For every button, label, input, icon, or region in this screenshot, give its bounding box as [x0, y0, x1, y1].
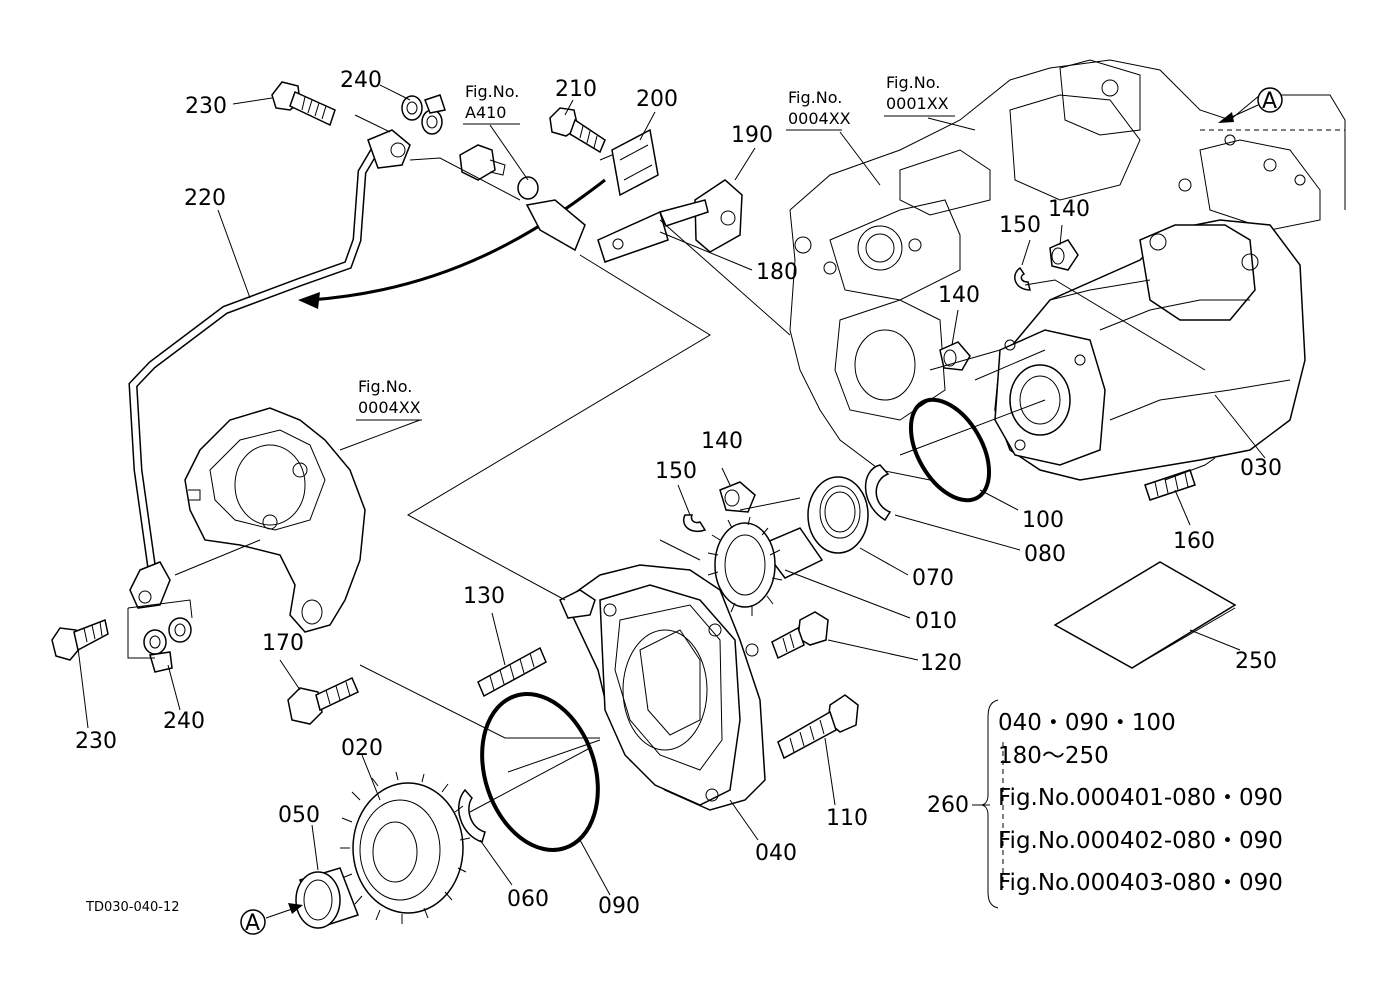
- circlip-080: [864, 464, 892, 522]
- stud-130: [477, 646, 547, 698]
- kit-note-line-5: Fig.No.000403-080・090: [998, 870, 1283, 896]
- label-140-top: 140: [1048, 197, 1090, 222]
- banjo-bolt-230-top: [271, 81, 336, 127]
- label-260: 260: [927, 793, 969, 818]
- fig-ref-0004xx-top-code: 0004XX: [788, 109, 851, 128]
- label-020: 020: [341, 736, 383, 761]
- oil-pipe-220: [128, 129, 411, 609]
- fig-ref-0004xx-mid-prefix: Fig.No.: [358, 377, 412, 396]
- flow-arrowhead: [298, 292, 320, 309]
- fig-ref-0001xx: Fig.No. 0001XX: [884, 73, 955, 117]
- label-030: 030: [1240, 456, 1282, 481]
- cover-casting: [184, 407, 366, 633]
- fig-ref-0004xx-mid-code: 0004XX: [358, 398, 421, 417]
- washers-240-low: [143, 617, 192, 673]
- circlip-150-top: [1014, 266, 1031, 291]
- label-010: 010: [915, 609, 957, 634]
- label-230-top: 230: [185, 94, 227, 119]
- gasket-sheet-edge: [1131, 607, 1236, 669]
- label-160: 160: [1173, 529, 1215, 554]
- fitting-a410: [459, 144, 539, 200]
- label-110: 110: [826, 806, 868, 831]
- label-140-mid: 140: [938, 283, 980, 308]
- label-180: 180: [756, 260, 798, 285]
- label-250: 250: [1235, 649, 1277, 674]
- washers-240-top: [401, 94, 446, 135]
- label-050: 050: [278, 803, 320, 828]
- kit-note-260: 040・090・100 180～250 Fig.No.000401-080・09…: [972, 699, 1283, 909]
- label-070: 070: [912, 566, 954, 591]
- diagram-code: TD030-040-12: [85, 900, 180, 915]
- leader-lines: [77, 84, 1266, 896]
- circlip-150-low: [683, 514, 707, 532]
- fig-ref-0001xx-prefix: Fig.No.: [886, 73, 940, 92]
- label-100: 100: [1022, 508, 1064, 533]
- label-130: 130: [463, 584, 505, 609]
- fig-ref-a410: Fig.No. A410: [463, 82, 520, 125]
- label-040: 040: [755, 841, 797, 866]
- bearing-070: [807, 476, 869, 554]
- label-240-top: 240: [340, 68, 382, 93]
- fig-ref-0004xx-top-prefix: Fig.No.: [788, 88, 842, 107]
- hydraulic-pump-030: [994, 219, 1306, 481]
- kit-note-line-4: Fig.No.000402-080・090: [998, 828, 1283, 854]
- fig-ref-0004xx-top: Fig.No. 0004XX: [786, 88, 851, 131]
- label-210: 210: [555, 77, 597, 102]
- label-150-low: 150: [655, 459, 697, 484]
- bracket-assembly: [525, 107, 743, 263]
- o-ring-100: [908, 397, 992, 503]
- label-230-low: 230: [75, 729, 117, 754]
- bushing-140-low: [719, 481, 756, 513]
- label-140-low: 140: [701, 429, 743, 454]
- gear-shaft-010: [707, 516, 824, 616]
- flow-arrow: [309, 178, 606, 302]
- label-240-low: 240: [163, 709, 205, 734]
- view-marker-bottom-letter: A: [245, 911, 260, 936]
- engine-housing: [789, 59, 1346, 481]
- kit-note-line-1: 040・090・100: [998, 710, 1176, 736]
- label-060: 060: [507, 887, 549, 912]
- bushing-140-top: [1049, 239, 1079, 271]
- kit-note-line-3: Fig.No.000401-080・090: [998, 785, 1283, 811]
- label-120: 120: [920, 651, 962, 676]
- fig-ref-a410-prefix: Fig.No.: [465, 82, 519, 101]
- bushing-140-mid: [939, 341, 971, 371]
- banjo-bolt-230-low: [51, 618, 109, 661]
- label-080: 080: [1024, 542, 1066, 567]
- label-220: 220: [184, 186, 226, 211]
- gear-020: [340, 771, 471, 924]
- part-labels: 230 240 210 200 190 220 180 150 140 140 …: [75, 68, 1282, 919]
- fig-ref-a410-code: A410: [465, 103, 506, 122]
- label-190: 190: [731, 123, 773, 148]
- o-ring-090: [480, 692, 600, 852]
- label-090: 090: [598, 894, 640, 919]
- gasket-sheet-250: [1053, 561, 1237, 669]
- label-200: 200: [636, 87, 678, 112]
- gear-case-040: [559, 564, 766, 811]
- stud-160: [1144, 469, 1196, 501]
- assembly-lines: [127, 114, 1216, 813]
- circlip-060: [457, 788, 486, 843]
- view-marker-top: A: [1218, 87, 1283, 123]
- view-marker-bottom: A: [240, 903, 303, 936]
- fig-ref-0001xx-code: 0001XX: [886, 94, 949, 113]
- label-170: 170: [262, 631, 304, 656]
- label-150-top: 150: [999, 213, 1041, 238]
- bolt-110: [777, 694, 859, 760]
- collar-050: [295, 867, 359, 929]
- kit-note-line-2: 180～250: [998, 743, 1109, 769]
- view-marker-top-letter: A: [1262, 89, 1277, 114]
- fig-ref-0004xx-mid: Fig.No. 0004XX: [356, 377, 422, 421]
- bolt-170: [287, 676, 359, 725]
- bolt-120: [771, 611, 829, 660]
